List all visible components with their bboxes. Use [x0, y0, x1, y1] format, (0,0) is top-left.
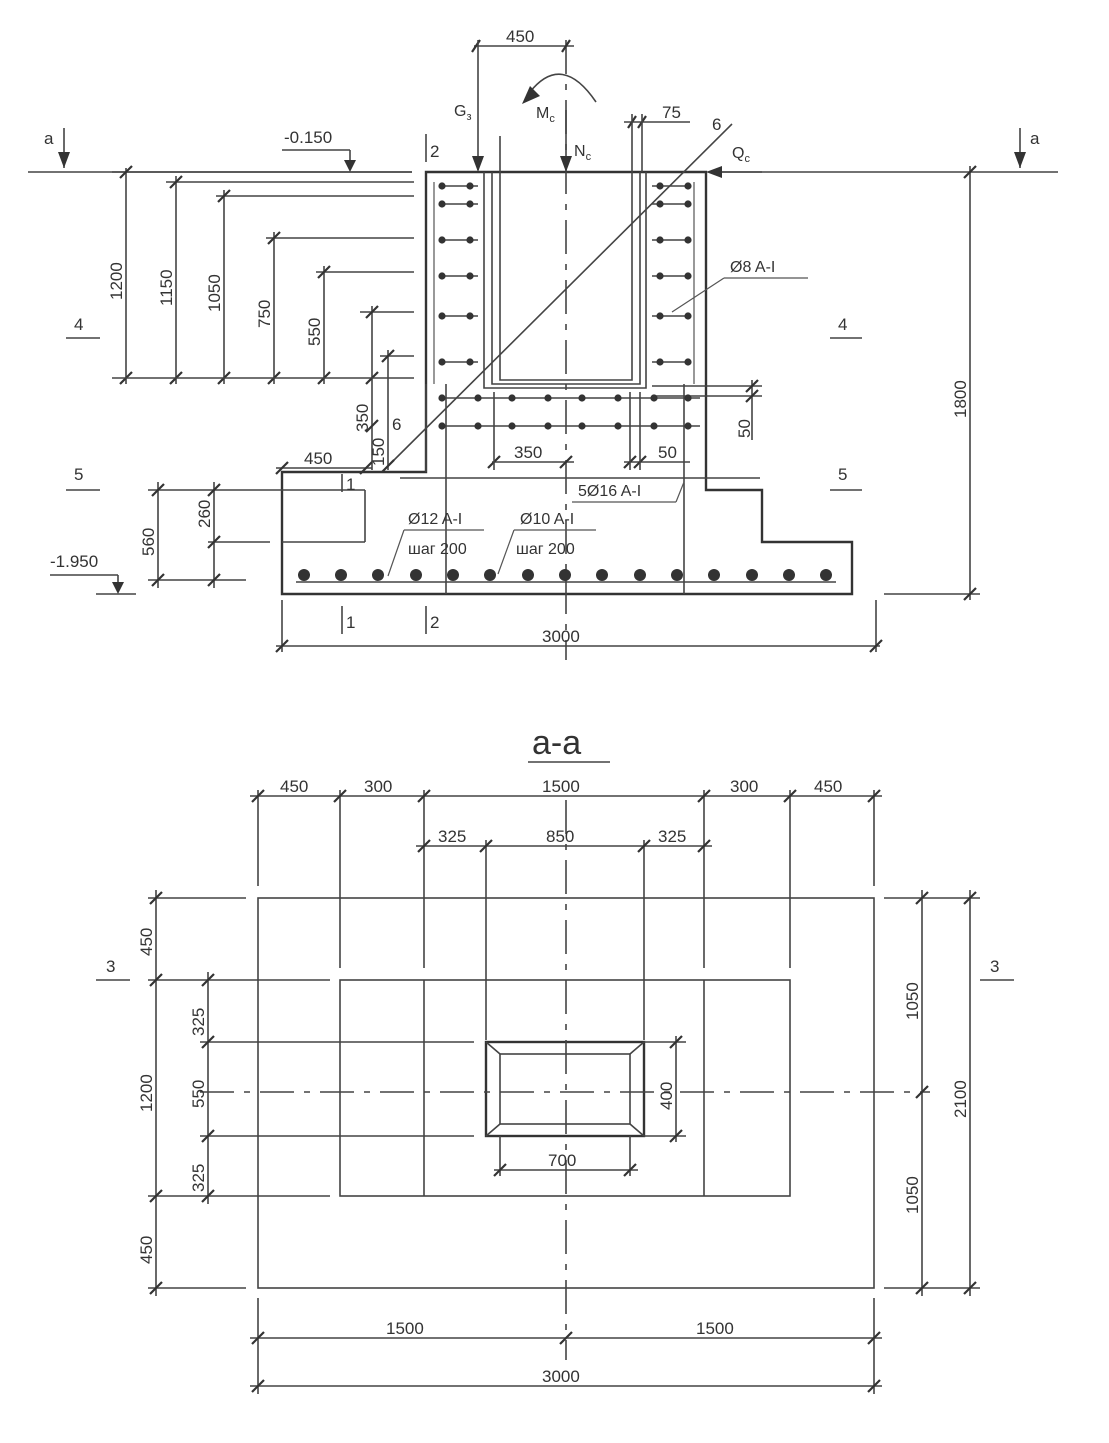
plan-mark-3-right: 3	[990, 957, 999, 976]
left-dimensions: 1200 1150 1050 750 550 350 150	[107, 165, 414, 588]
svg-text:325: 325	[658, 827, 686, 846]
rebar-label-8: Ø8 A-I	[730, 259, 775, 276]
svg-text:150: 150	[369, 438, 388, 466]
section-mark-4-left: 4	[74, 315, 83, 334]
section-mark-2-bottom: 2	[430, 613, 439, 632]
svg-text:350: 350	[353, 404, 372, 432]
svg-text:1500: 1500	[542, 777, 580, 796]
load-q: Qс	[732, 145, 750, 165]
dim-50-mid: 50	[658, 443, 677, 462]
load-g: Gз	[454, 103, 472, 123]
rebar-mesh-step	[400, 394, 760, 479]
svg-text:550: 550	[305, 318, 324, 346]
plan-dim-3000: 3000	[542, 1367, 580, 1386]
plan-view: а-а 3 3 450 300 1500 300 450 325 850 325	[96, 724, 1014, 1394]
svg-text:1050: 1050	[205, 274, 224, 312]
svg-text:1050: 1050	[903, 1176, 922, 1214]
section-mark-5-right: 5	[838, 465, 847, 484]
rebar-label-16: 5Ø16 A-I	[578, 483, 641, 500]
section-mark-6-top: 6	[712, 115, 721, 134]
svg-text:550: 550	[189, 1080, 208, 1108]
rebar-step-12: шаг 200	[408, 541, 467, 558]
svg-text:325: 325	[189, 1008, 208, 1036]
plan-mark-3-left: 3	[106, 957, 115, 976]
svg-text:1050: 1050	[903, 982, 922, 1020]
dim-350-mid: 350	[514, 443, 542, 462]
svg-text:1200: 1200	[137, 1074, 156, 1112]
section-mark-4-right: 4	[838, 315, 847, 334]
rebar-step-10: шаг 200	[516, 541, 575, 558]
plan-step	[339, 979, 791, 1197]
socket-width: 700	[548, 1151, 576, 1170]
svg-text:750: 750	[255, 300, 274, 328]
dim-50-side: 50	[735, 419, 754, 438]
plan-socket-inner	[499, 1053, 631, 1125]
dim-top-75: 75	[662, 103, 681, 122]
svg-text:450: 450	[280, 777, 308, 796]
dim-top-450: 450	[506, 27, 534, 46]
level-bottom: -1.950	[50, 552, 98, 571]
svg-text:560: 560	[139, 528, 158, 556]
load-m: Mс	[536, 105, 555, 125]
section-mark-5-left: 5	[74, 465, 83, 484]
svg-text:1500: 1500	[386, 1319, 424, 1338]
svg-text:1150: 1150	[157, 269, 176, 306]
plan-socket-outer	[484, 1040, 646, 1138]
rebar-bottom-mesh	[296, 569, 836, 583]
level-top: -0.150	[284, 128, 332, 147]
plan-dim-2100: 2100	[951, 1080, 970, 1118]
socket-glass	[483, 172, 647, 389]
svg-text:325: 325	[438, 827, 466, 846]
svg-text:300: 300	[364, 777, 392, 796]
section-mark-a-right: a	[1030, 129, 1040, 148]
svg-text:850: 850	[546, 827, 574, 846]
section-mark-1-top: 1	[346, 475, 355, 494]
svg-text:450: 450	[137, 1236, 156, 1264]
section-mark-2-top: 2	[430, 142, 439, 161]
dim-450-step: 450	[304, 449, 332, 468]
section-mark-1-bottom: 1	[346, 613, 355, 632]
svg-text:450: 450	[814, 777, 842, 796]
section-line-6	[381, 123, 733, 473]
svg-text:1200: 1200	[107, 262, 126, 300]
svg-text:300: 300	[730, 777, 758, 796]
svg-text:260: 260	[195, 500, 214, 528]
rebar-stirrups	[433, 182, 695, 384]
dim-bottom-3000: 3000	[542, 627, 580, 646]
rebar-label-12: Ø12 A-I	[408, 511, 462, 528]
section-view: -0.150 -1.950 a a 4 4 5 5 2 2 1 1 6 6 45…	[28, 27, 1058, 660]
socket-height: 400	[657, 1082, 676, 1110]
foundation-outline	[280, 170, 854, 596]
section-mark-a-left: a	[44, 129, 54, 148]
section-mark-6-bottom: 6	[392, 415, 401, 434]
load-n: Nс	[574, 143, 592, 163]
column	[499, 136, 633, 381]
svg-text:450: 450	[137, 928, 156, 956]
dim-right-1800: 1800	[951, 380, 970, 418]
rebar-label-10: Ø10 A-I	[520, 511, 574, 528]
svg-text:1500: 1500	[696, 1319, 734, 1338]
plan-title: а-а	[532, 724, 581, 762]
svg-text:325: 325	[189, 1164, 208, 1192]
